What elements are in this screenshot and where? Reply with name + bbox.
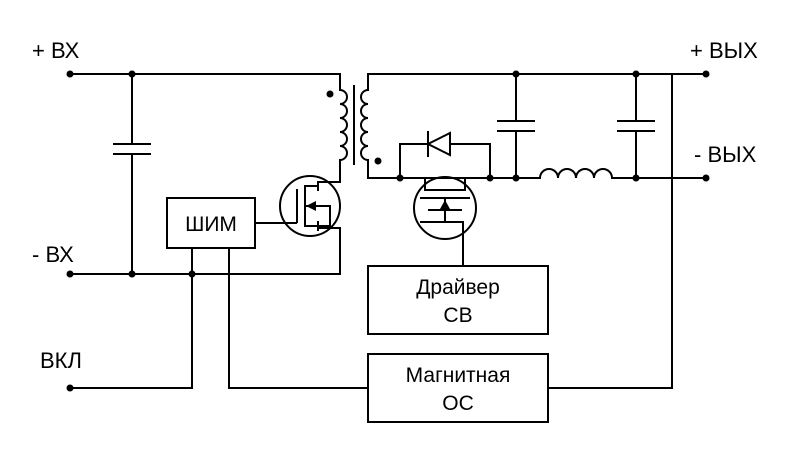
output-sense-line: [547, 73, 673, 389]
output-inductor: [538, 168, 614, 180]
sync-driver-block: Драйвер СВ: [367, 265, 549, 335]
sync-driver-label-line1: Драйвер: [416, 276, 500, 299]
junction-dots: [128, 70, 640, 278]
input-positive-label: + ВХ: [32, 38, 80, 63]
synchronous-rectifier-mosfet: [413, 176, 477, 267]
transformer-primary-winding: [317, 88, 348, 183]
pwm-label: ШИМ: [185, 213, 237, 236]
magnetic-feedback-label-line2: ОС: [442, 392, 474, 415]
output-negative-label: - ВЫХ: [694, 142, 757, 167]
feedback-line: [228, 247, 369, 389]
magnetic-feedback-label-line1: Магнитная: [406, 364, 511, 387]
output-capacitor-1: [497, 73, 535, 179]
output-positive-label: + ВЫХ: [690, 38, 758, 63]
winding-polarity-dots: [326, 90, 382, 165]
input-capacitor: [113, 73, 151, 275]
sync-driver-label-line2: СВ: [443, 304, 472, 327]
output-capacitor-2: [617, 73, 655, 179]
magnetic-feedback-block: Магнитная ОС: [367, 353, 549, 423]
input-positive-rail: [69, 73, 341, 91]
input-negative-label: - ВХ: [32, 242, 74, 267]
pwm-block: ШИМ: [166, 197, 256, 249]
primary-mosfet: [279, 175, 341, 237]
terminal-dots: [66, 70, 710, 392]
enable-label: ВКЛ: [40, 348, 82, 373]
rectifier-diode: [399, 131, 491, 179]
transformer-secondary-winding: [360, 73, 370, 179]
